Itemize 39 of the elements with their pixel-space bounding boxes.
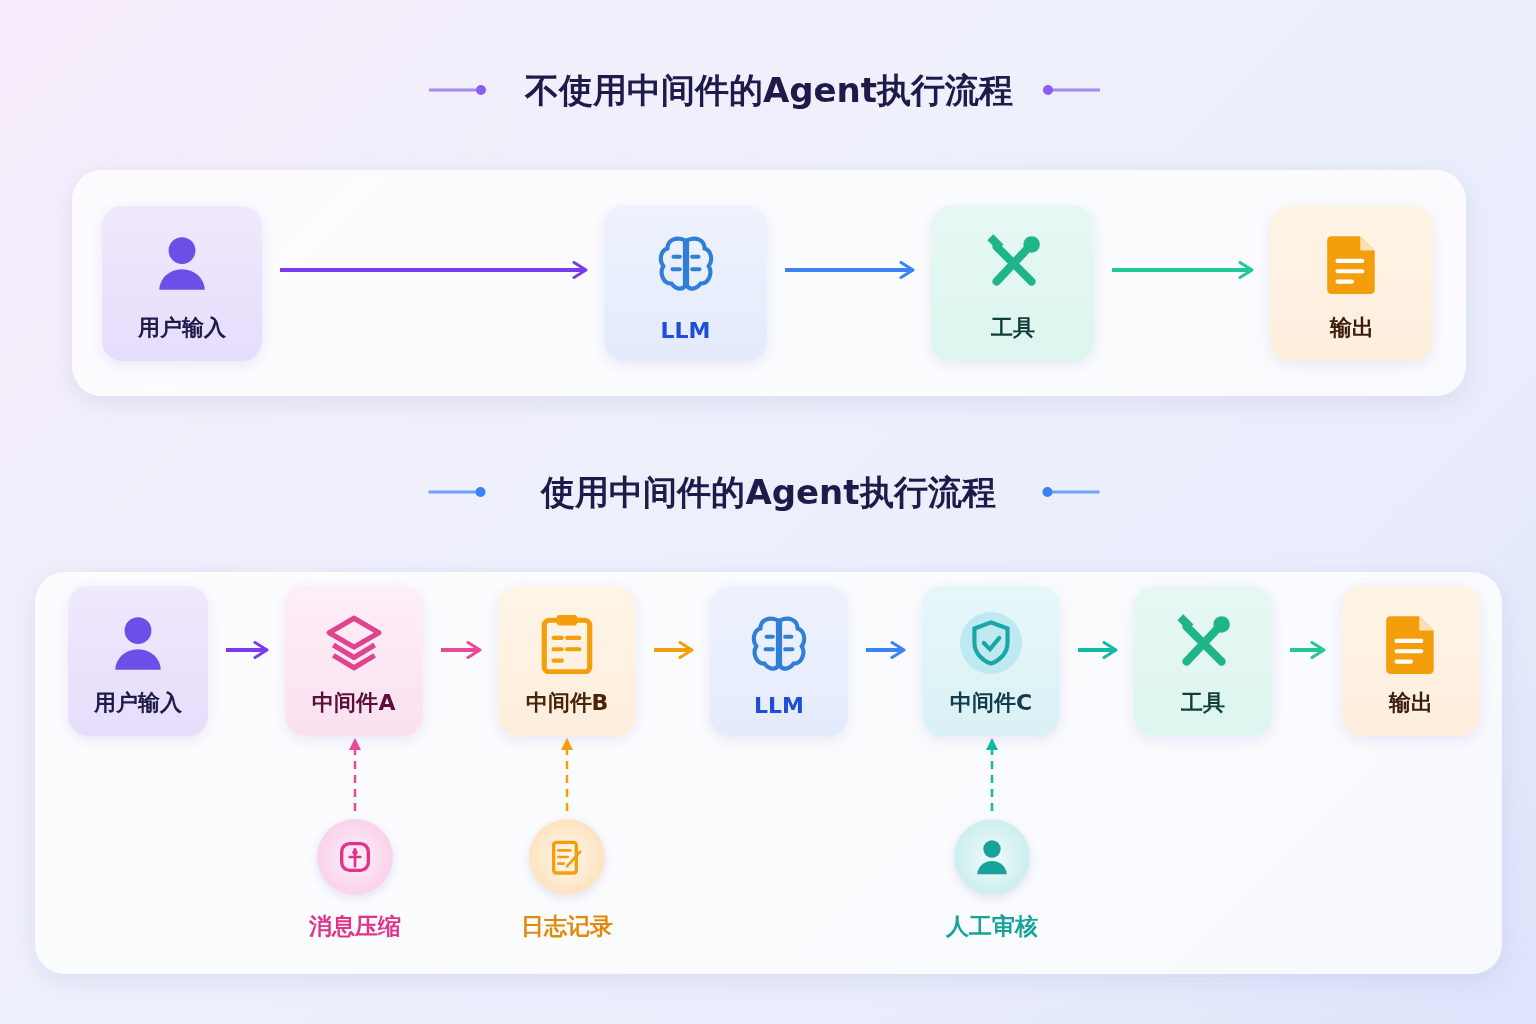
arrow	[785, 261, 915, 279]
node-label: 中间件A	[311, 689, 397, 717]
section-heading: 不使用中间件的Agent执行流程	[523, 70, 1015, 110]
node-label: 日志记录	[520, 912, 614, 941]
node-label: LLM	[753, 693, 805, 718]
process-box	[931, 206, 1094, 361]
node-label: LLM	[659, 318, 712, 343]
process-box	[710, 586, 848, 736]
dashed-arrow	[348, 737, 362, 811]
node-label: 消息压缩	[308, 912, 402, 941]
process-box	[102, 206, 262, 361]
process-box	[68, 586, 208, 736]
node-label: 用户输入	[93, 689, 183, 717]
arrow	[1112, 261, 1254, 279]
dashed-arrow	[560, 737, 574, 811]
process-box	[1270, 206, 1433, 361]
node-label: 输出	[1387, 689, 1434, 717]
arrow	[441, 641, 482, 659]
node-label: 人工审核	[945, 912, 1039, 941]
process-box	[285, 586, 423, 736]
section-heading: 使用中间件的Agent执行流程	[539, 472, 997, 512]
node-label: 工具	[1180, 689, 1226, 717]
node-label: 用户输入	[137, 314, 227, 342]
node-label: 工具	[989, 314, 1036, 342]
process-box	[1134, 586, 1272, 736]
process-box	[604, 206, 767, 361]
arrow	[226, 641, 269, 659]
dashed-arrow	[985, 737, 999, 811]
node-label: 中间件C	[948, 689, 1034, 717]
arrow	[1078, 641, 1118, 659]
process-box	[922, 586, 1060, 736]
process-box	[498, 586, 636, 736]
process-box	[1342, 586, 1480, 736]
node-label: 中间件B	[524, 689, 610, 717]
arrow	[866, 641, 906, 659]
node-label: 输出	[1328, 314, 1375, 342]
arrow	[1290, 641, 1326, 659]
arrow	[654, 641, 694, 659]
arrow	[280, 261, 588, 279]
